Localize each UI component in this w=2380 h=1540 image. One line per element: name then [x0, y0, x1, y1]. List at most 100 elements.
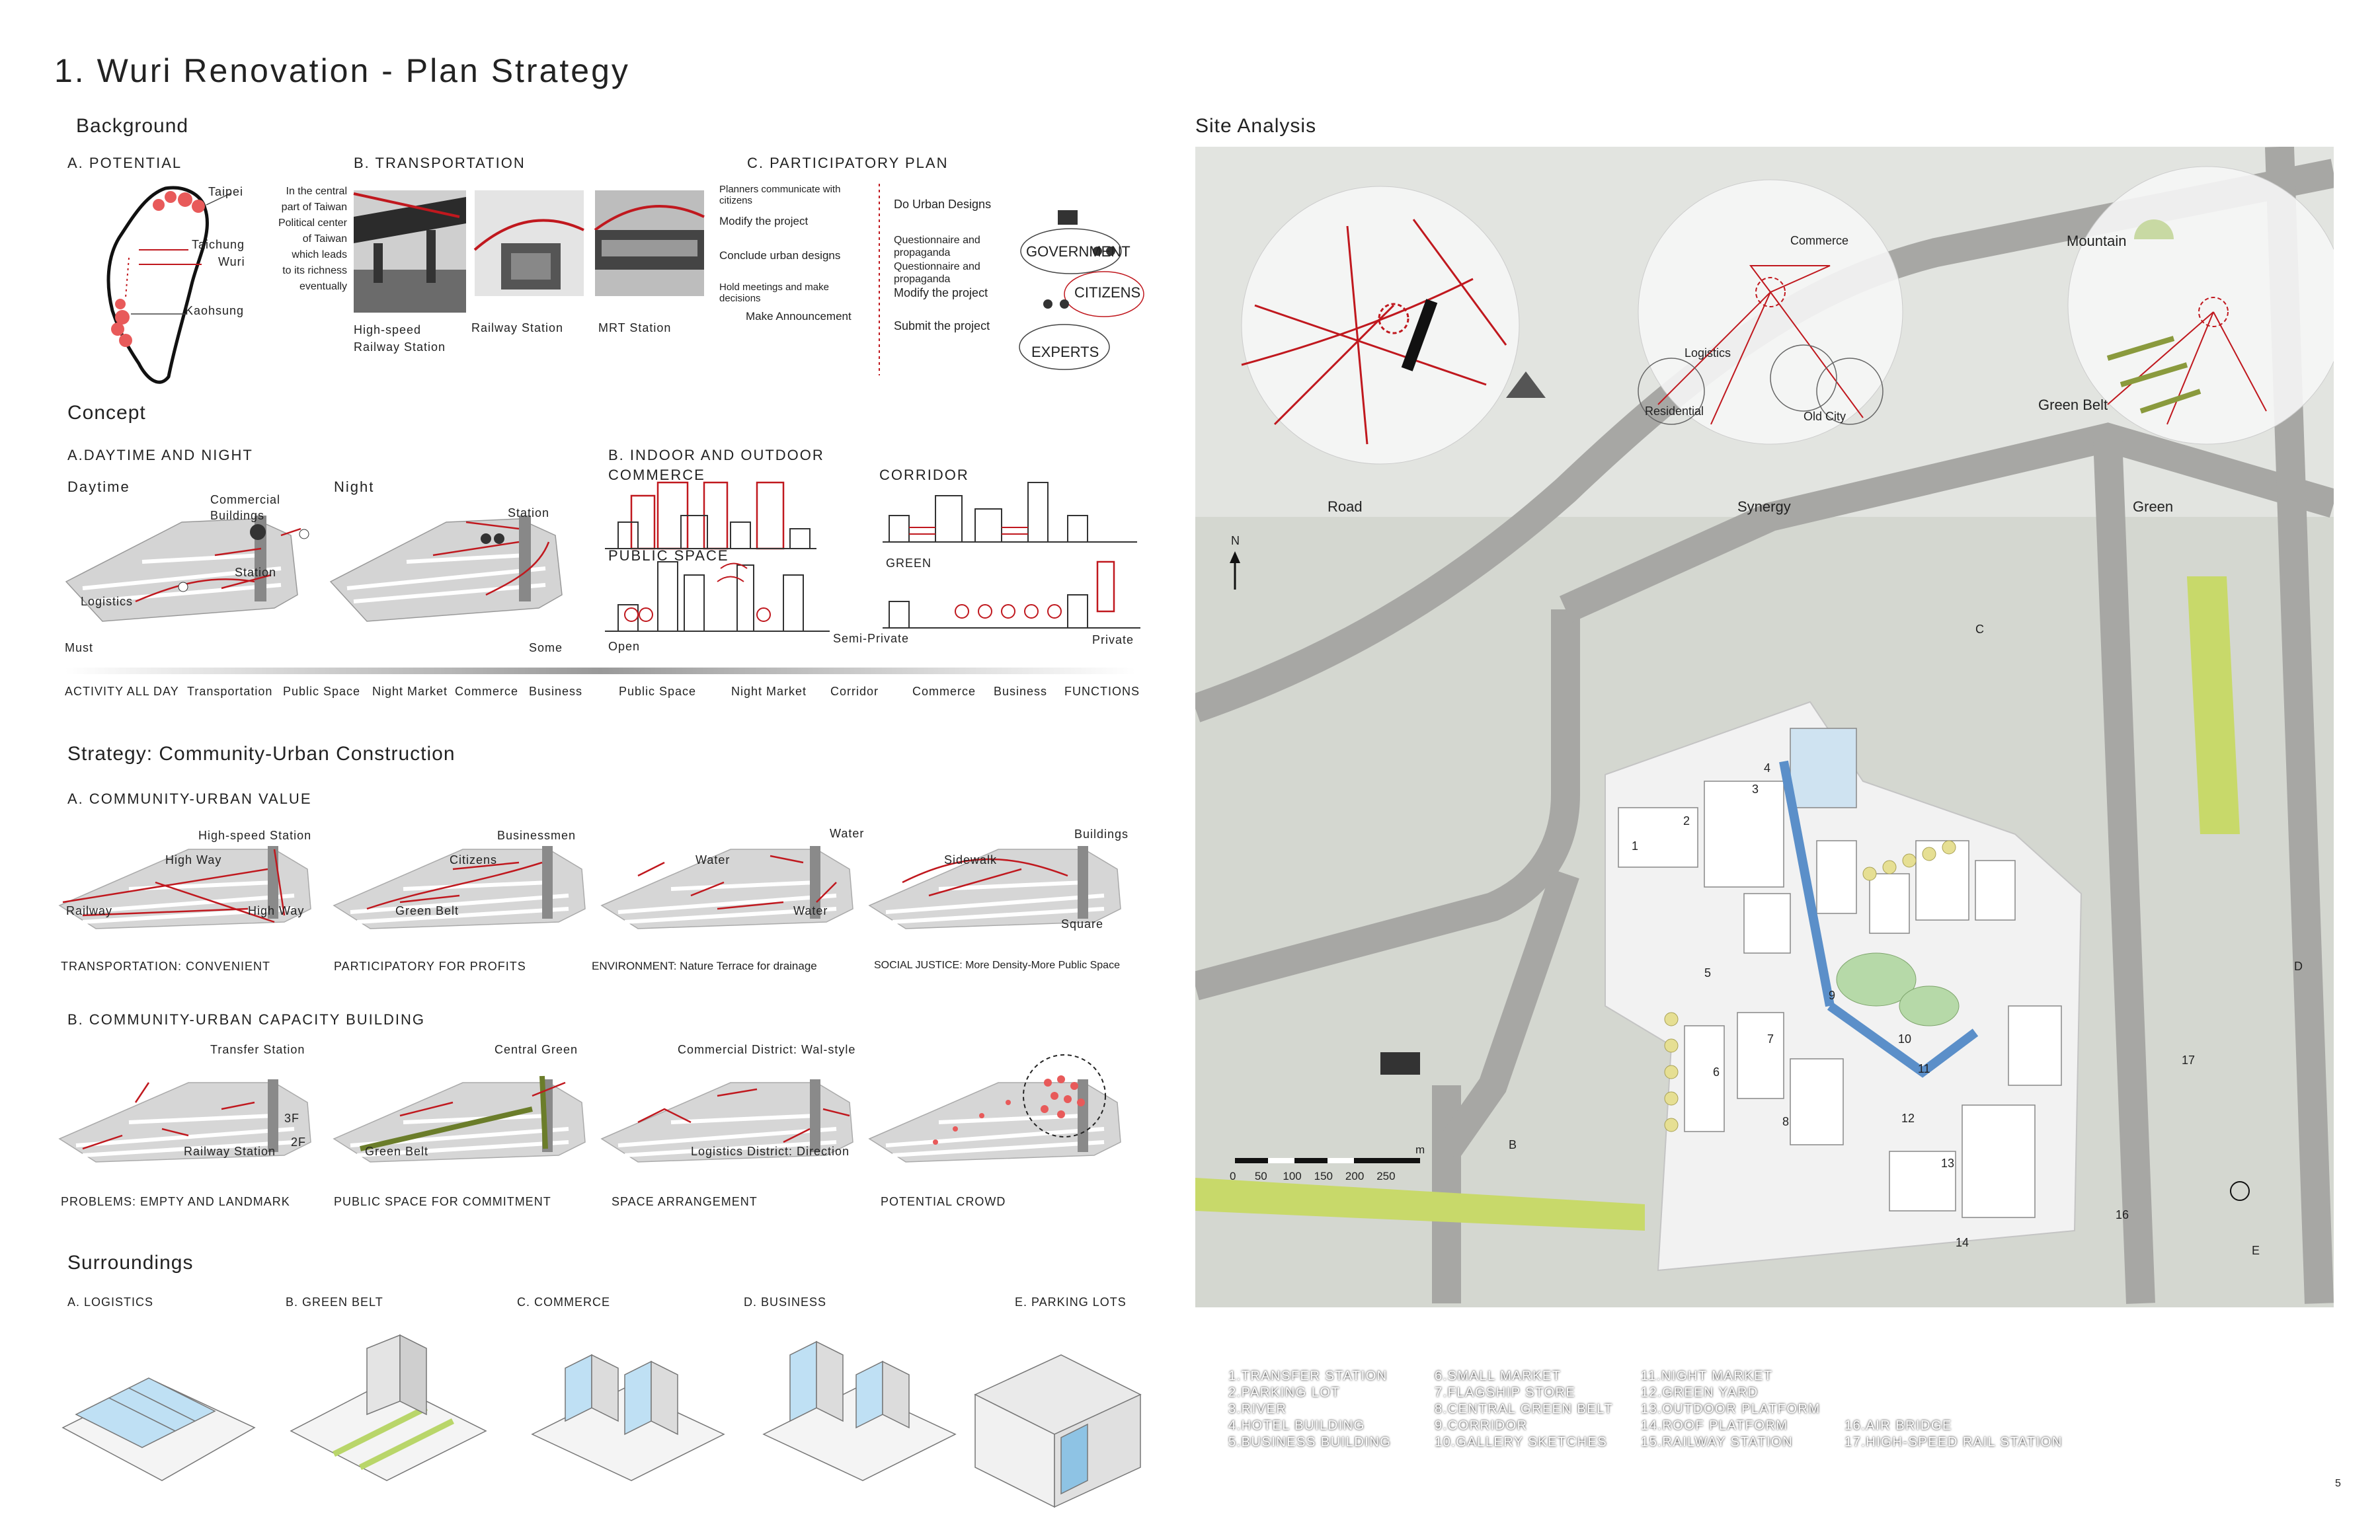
mrt-caption: MRT Station — [598, 321, 672, 334]
scale-some: Some — [529, 641, 563, 654]
capacity-1-label-a: Transfer Station — [210, 1043, 305, 1056]
hsr-photo — [353, 190, 466, 313]
page-title: 1. Wuri Renovation - Plan Strategy — [54, 52, 630, 89]
night-label: Night — [334, 479, 375, 495]
value-2-label-c: Green Belt — [395, 904, 459, 917]
plan-number-6: 6 — [1713, 1065, 1720, 1079]
capacity-1-label-c: 3F — [284, 1112, 300, 1125]
plan-number-7: 7 — [1767, 1032, 1774, 1046]
plan-number-14: 14 — [1956, 1236, 1969, 1249]
green-greenbelt-label: Green Belt — [2038, 397, 2108, 413]
surrounding-commerce-label: C. COMMERCE — [517, 1295, 610, 1309]
value-4-label-c: Square — [1061, 917, 1104, 931]
zone-b-label: B — [1509, 1138, 1517, 1151]
strategy-heading: Strategy: Community-Urban Construction — [67, 743, 456, 765]
indoor-outdoor-label: B. INDOOR AND OUTDOOR — [608, 447, 824, 463]
value-1-label-d: High Way — [248, 904, 305, 917]
participatory-timeline — [879, 184, 880, 375]
city-wuri: Wuri — [218, 255, 245, 268]
surrounding-parking-label: E. PARKING LOTS — [1015, 1295, 1127, 1309]
surrounding-business-label: D. BUSINESS — [744, 1295, 827, 1309]
scale-must: Must — [65, 641, 94, 654]
participatory-left-steps: Planners communicate with citizens Modif… — [719, 184, 852, 323]
participatory-right-steps: Do Urban Designs Questionnaire and propa… — [894, 198, 992, 332]
zone-e-label: E — [2252, 1244, 2260, 1257]
green-mountain-label: Mountain — [2067, 233, 2127, 249]
plan-number-4: 4 — [1764, 761, 1771, 775]
actor-citizens: CITIZENS — [1074, 284, 1141, 301]
night-station-label: Station — [508, 506, 550, 520]
taiwan-map — [106, 186, 232, 384]
site-plan-map: Road Synergy Green Commerce Logistics Re… — [1195, 147, 2334, 1307]
logistics-label: Logistics — [81, 595, 134, 608]
synergy-logistics-label: Logistics — [1685, 346, 1731, 360]
potential-label: A. POTENTIAL — [67, 155, 182, 171]
mrt-photo — [594, 190, 705, 296]
plan-number-13: 13 — [1941, 1157, 1955, 1170]
page-number: 5 — [2335, 1478, 2341, 1489]
value-sketches — [56, 823, 1173, 942]
capacity-1-caption: PROBLEMS: EMPTY AND LANDMARK — [61, 1195, 290, 1208]
open-label: Open — [608, 640, 641, 653]
commercial-buildings-label: Commercial Buildings — [210, 493, 281, 522]
capacity-2-label-a: Central Green — [495, 1043, 578, 1056]
participatory-label: C. PARTICIPATORY PLAN — [747, 155, 949, 171]
actor-experts: EXPERTS — [1031, 344, 1099, 360]
day-station-label: Station — [235, 566, 277, 579]
hsr-caption: High-speed Railway Station — [354, 323, 446, 354]
site-heading: Site Analysis — [1195, 115, 1317, 137]
capacity-sketches — [56, 1054, 1173, 1175]
site-plan-drawing — [1195, 147, 2334, 1307]
plan-number-16: 16 — [2116, 1208, 2129, 1221]
city-taichung: Taichung — [192, 238, 245, 251]
value-4-caption: SOCIAL JUSTICE: More Density-More Public… — [874, 960, 1120, 971]
value-2-label-a: Businessmen — [497, 829, 576, 842]
green-label: GREEN — [886, 557, 932, 570]
value-3-label-a: Water — [830, 827, 865, 840]
capacity-1-label-b: Railway Station — [184, 1145, 276, 1158]
capacity-3-label-b: Logistics District: Direction — [691, 1145, 850, 1158]
commerce-label: COMMERCE — [608, 467, 705, 483]
indoor-outdoor-sketches — [605, 481, 1140, 632]
capacity-4-caption: POTENTIAL CROWD — [881, 1195, 1006, 1208]
actors-diagram — [1019, 210, 1144, 370]
value-4-label-b: Sidewalk — [944, 853, 998, 866]
railway-caption: Railway Station — [471, 321, 564, 334]
circle-green-caption: Green — [2133, 498, 2174, 515]
private-label: Private — [1092, 633, 1134, 646]
daytime-label: Daytime — [67, 479, 130, 495]
plan-number-2: 2 — [1683, 814, 1690, 828]
concept-heading: Concept — [67, 402, 146, 424]
zone-d-label: D — [2294, 960, 2303, 973]
value-4-label-a: Buildings — [1074, 828, 1129, 841]
scale-unit: m — [1415, 1143, 1425, 1156]
value-1-label-b: High Way — [165, 853, 222, 866]
corridor-label: CORRIDOR — [879, 467, 969, 483]
synergy-oldcity-label: Old City — [1804, 410, 1846, 423]
semi-private-label: Semi-Private — [833, 632, 910, 645]
scale-bar-ticks: 0 50 100 150 200 250 — [1230, 1170, 1396, 1182]
plan-number-10: 10 — [1898, 1032, 1912, 1046]
value-3-label-c: Water — [793, 904, 828, 917]
zone-c-label: C — [1975, 623, 1984, 636]
plan-number-3: 3 — [1752, 783, 1759, 796]
value-1-caption: TRANSPORTATION: CONVENIENT — [61, 960, 271, 973]
surrounding-logistics-label: A. LOGISTICS — [67, 1295, 154, 1309]
actor-government: GOVERNMENT — [1026, 243, 1130, 260]
plan-number-8: 8 — [1782, 1115, 1790, 1128]
daytime-night-label: A.DAYTIME AND NIGHT — [67, 447, 253, 463]
value-2-label-b: Citizens — [450, 853, 498, 866]
synergy-residential-label: Residential — [1645, 404, 1704, 418]
plan-number-11: 11 — [1918, 1062, 1930, 1075]
activity-gradient-bar — [65, 668, 1136, 674]
value-1-label-a: High-speed Station — [198, 829, 312, 842]
capacity-3-caption: SPACE ARRANGEMENT — [612, 1195, 758, 1208]
north-label: N — [1231, 534, 1240, 547]
value-3-label-b: Water — [695, 853, 731, 866]
capacity-1-label-d: 2F — [291, 1136, 307, 1149]
plan-number-5: 5 — [1704, 966, 1712, 980]
